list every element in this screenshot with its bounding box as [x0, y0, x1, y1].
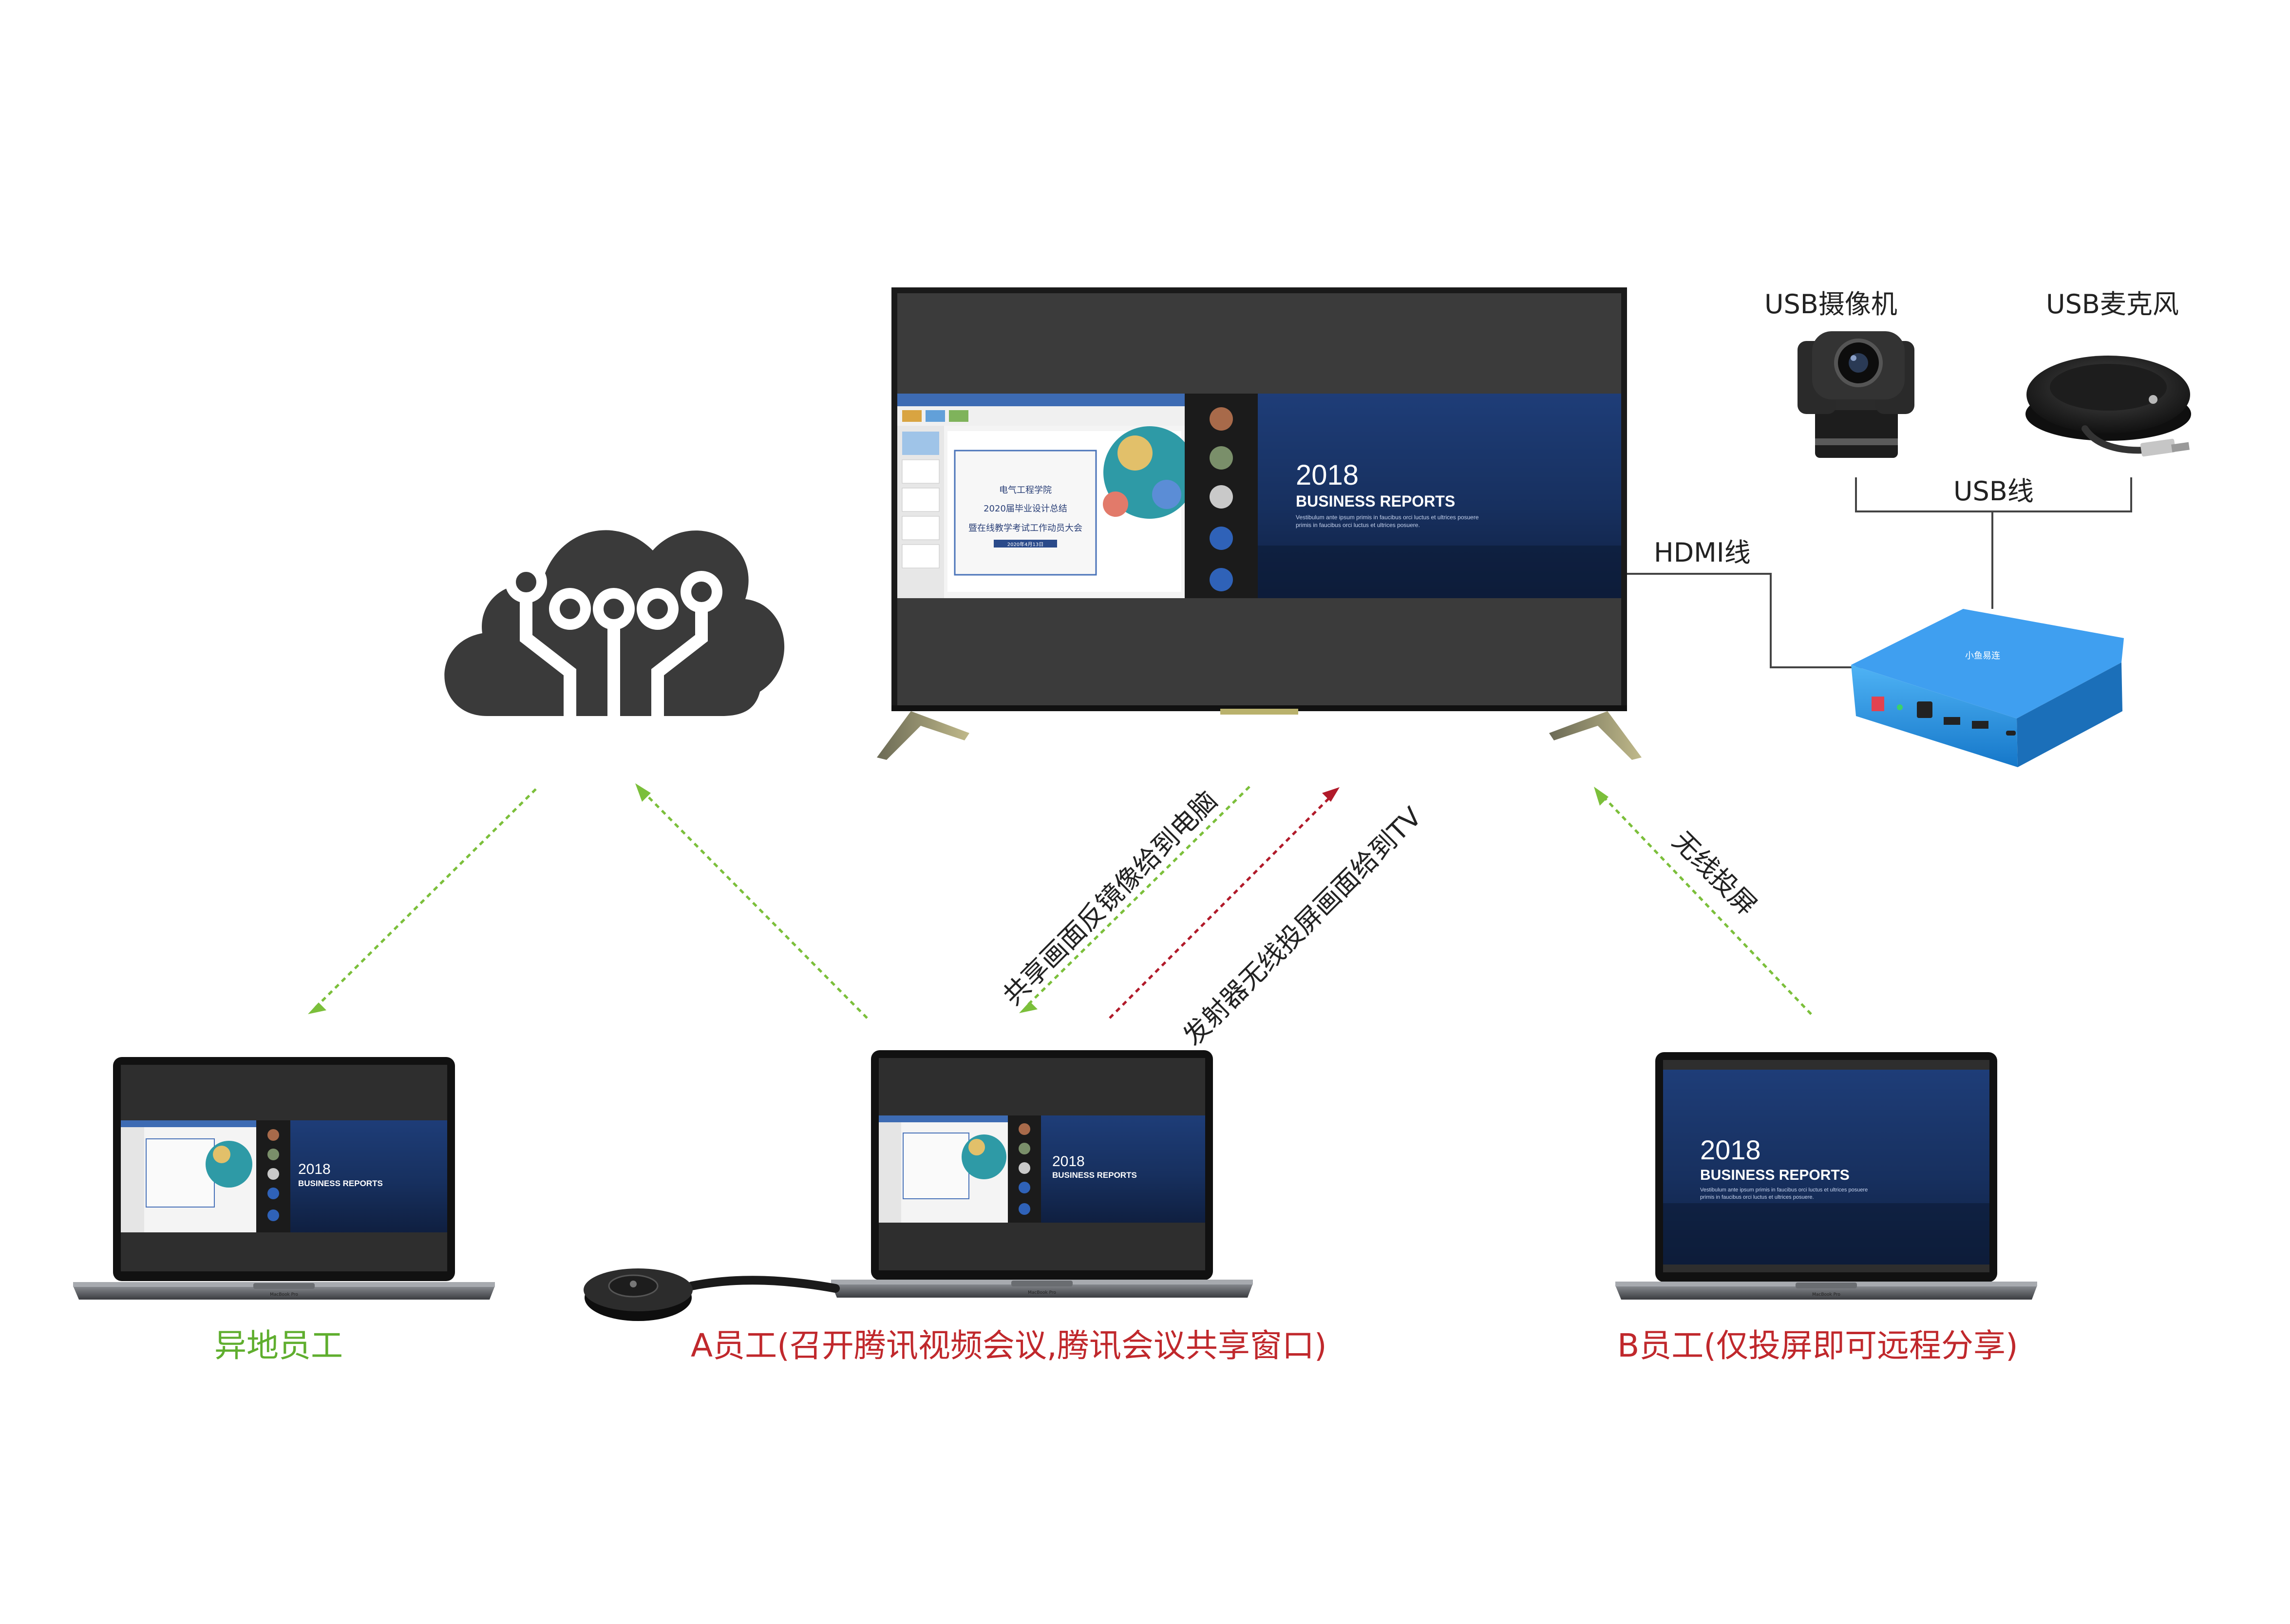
svg-text:MacBook Pro: MacBook Pro: [1812, 1292, 1840, 1297]
svg-text:primis in faucibus orci luctus: primis in faucibus orci luctus et ultric…: [1700, 1194, 1814, 1200]
arrow-tv-to-employee-a: [1019, 786, 1250, 1013]
svg-text:电气工程学院: 电气工程学院: [999, 485, 1052, 495]
cloud-icon: [444, 530, 785, 727]
laptop-employee-a-icon: 2018 BUSINESS REPORTS MacBook Pro: [831, 1050, 1253, 1298]
svg-text:小鱼易连: 小鱼易连: [1965, 651, 2000, 661]
svg-text:BUSINESS REPORTS: BUSINESS REPORTS: [1700, 1167, 1850, 1183]
svg-text:2018: 2018: [1296, 459, 1359, 491]
svg-text:暨在线教学考试工作动员大会: 暨在线教学考试工作动员大会: [968, 523, 1082, 533]
hdmi-cable-label: HDMI线: [1654, 537, 1751, 568]
svg-text:2020年4月13日: 2020年4月13日: [1007, 541, 1044, 548]
svg-text:2020届毕业设计总结: 2020届毕业设计总结: [984, 504, 1067, 514]
svg-text:BUSINESS REPORTS: BUSINESS REPORTS: [298, 1179, 383, 1188]
tv-shared-screen: 电气工程学院 2020届毕业设计总结 暨在线教学考试工作动员大会 2020年4月…: [897, 394, 1621, 598]
remote-employee-label: 异地员工: [214, 1327, 343, 1364]
usb-cable-label: USB线: [1953, 476, 2034, 507]
tv-display: 电气工程学院 2020届毕业设计总结 暨在线教学考试工作动员大会 2020年4月…: [877, 287, 1642, 760]
svg-text:MacBook Pro: MacBook Pro: [270, 1292, 298, 1297]
arrow-cloud-to-remote: [308, 788, 537, 1014]
svg-text:2018: 2018: [298, 1161, 331, 1177]
usb-mic-label: USB麦克风: [2046, 289, 2179, 320]
usb-camera-icon: [1798, 331, 1914, 458]
hdmi-cable-line: [1627, 573, 1871, 668]
usb-camera-label: USB摄像机: [1764, 289, 1897, 320]
svg-text:primis in faucibus orci luctus: primis in faucibus orci luctus et ultric…: [1296, 522, 1420, 529]
laptop-remote-icon: 2018 BUSINESS REPORTS MacBook Pro: [73, 1057, 495, 1300]
svg-text:BUSINESS REPORTS: BUSINESS REPORTS: [1296, 492, 1455, 510]
conference-box-icon: 小鱼易连: [1836, 609, 2124, 767]
usb-mic-icon: [2025, 356, 2191, 457]
arrow-employee-b-to-tv: [1594, 787, 1812, 1015]
arrow-employee-a-to-cloud: [635, 783, 868, 1019]
laptop-employee-b-icon: 2018 BUSINESS REPORTS Vestibulum ante ip…: [1615, 1052, 2037, 1300]
svg-text:MacBook Pro: MacBook Pro: [1028, 1290, 1056, 1295]
employee-b-label: B员工(仅投屏即可远程分享): [1617, 1327, 2018, 1364]
svg-text:BUSINESS REPORTS: BUSINESS REPORTS: [1052, 1171, 1137, 1180]
svg-text:Vestibulum ante ipsum primis i: Vestibulum ante ipsum primis in faucibus…: [1296, 514, 1479, 521]
employee-a-label: A员工(召开腾讯视频会议,腾讯会议共享窗口): [691, 1327, 1327, 1364]
usb-cable-lines: [1855, 477, 2132, 609]
svg-text:Vestibulum ante ipsum primis i: Vestibulum ante ipsum primis in faucibus…: [1700, 1187, 1868, 1193]
wireless-transmitter-icon: [584, 1268, 840, 1321]
arrow-transmitter-to-tv: [1109, 787, 1340, 1019]
svg-text:2018: 2018: [1700, 1134, 1761, 1165]
svg-text:2018: 2018: [1052, 1153, 1085, 1170]
